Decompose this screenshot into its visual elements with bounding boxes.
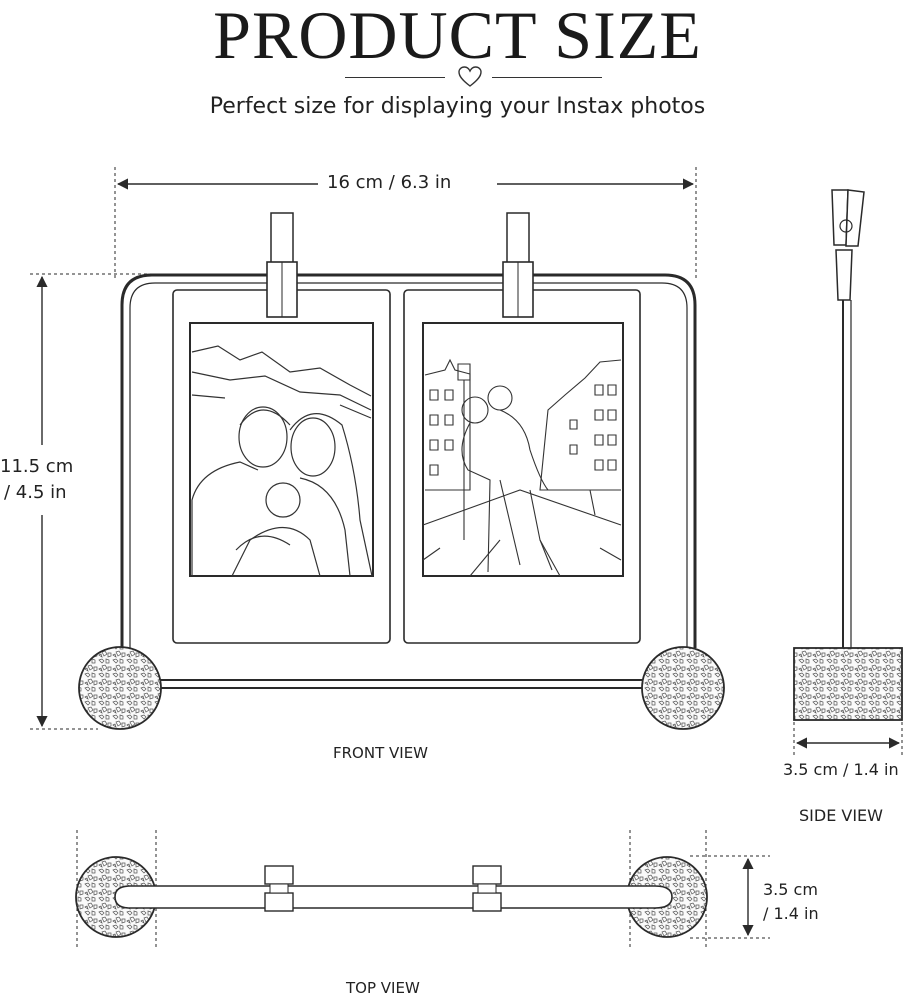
side-depth-label: 3.5 cm / 1.4 in xyxy=(783,760,899,779)
side-view-label: SIDE VIEW xyxy=(799,806,883,825)
clip-icon-2 xyxy=(502,212,534,318)
top-depth-label-line2: / 1.4 in xyxy=(763,904,819,923)
cork-base-icon xyxy=(78,646,162,730)
top-view-label: TOP VIEW xyxy=(346,979,420,997)
width-label: 16 cm / 6.3 in xyxy=(327,172,452,193)
family-photo-illustration xyxy=(191,345,373,577)
top-wire xyxy=(114,885,673,909)
photo-city-couple xyxy=(422,322,624,577)
clip-icon-top-1 xyxy=(264,865,294,912)
front-view-label: FRONT VIEW xyxy=(333,744,429,762)
photo-family xyxy=(189,322,374,577)
front-view xyxy=(30,167,725,730)
city-couple-photo-illustration xyxy=(422,358,622,577)
cork-base-icon-2 xyxy=(641,646,725,730)
clip-icon-top-2 xyxy=(472,865,502,912)
title-divider-left xyxy=(345,77,445,78)
side-view xyxy=(793,189,903,756)
cork-base-side xyxy=(793,647,903,721)
wire-frame-outer xyxy=(120,273,697,648)
clip-icon-side xyxy=(831,189,865,301)
height-label-line1: 11.5 cm xyxy=(0,456,74,477)
page-subtitle: Perfect size for displaying your Instax … xyxy=(209,94,706,119)
top-view xyxy=(75,830,770,948)
height-label-line2: / 4.5 in xyxy=(4,482,67,503)
heart-icon xyxy=(458,66,482,87)
page-title: PRODUCT SIZE xyxy=(213,0,702,73)
title-divider-right xyxy=(492,77,602,78)
top-depth-label-line1: 3.5 cm xyxy=(763,880,818,899)
clip-icon xyxy=(266,212,298,318)
wire-frame-inner xyxy=(129,282,688,648)
